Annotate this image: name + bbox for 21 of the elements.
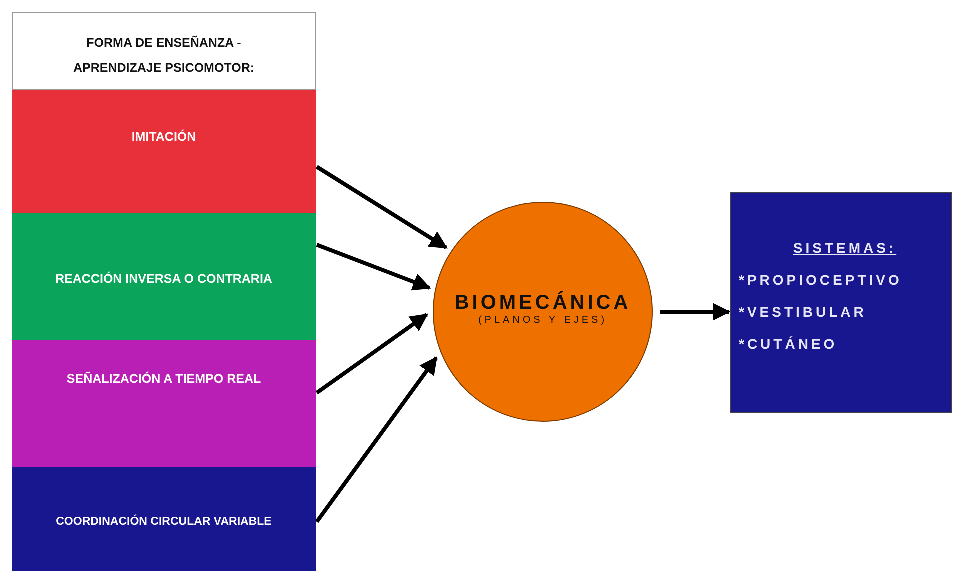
arrow [315,356,438,524]
method-box [12,213,316,340]
arrow [316,165,448,250]
method-box [12,340,316,467]
systems-box [730,192,952,413]
heading-box [12,12,316,90]
arrow [660,303,731,321]
arrow [316,243,432,291]
list-item: *VESTIBULAR [739,302,868,320]
method-label: IMITACIÓN [130,128,198,146]
topic-subtitle: (PLANOS Y EJES) [477,314,609,328]
heading-text: FORMA DE ENSEÑANZA - APRENDIZAJE PSICOMOTOR: [72,34,256,77]
method-label: REACCIÓN INVERSA O CONTRARIA [54,270,274,288]
method-label: SEÑALIZACIÓN A TIEMPO REAL [66,370,262,388]
method-box [12,467,316,571]
list-item: *PROPIOCEPTIVO [739,270,904,288]
arrow [316,313,428,395]
method-box [12,90,316,213]
list-heading: SISTEMAS: [792,238,898,256]
list-item: *CUTÁNEO [739,334,839,352]
method-label: COORDINACIÓN CIRCULAR VARIABLE [55,514,273,530]
